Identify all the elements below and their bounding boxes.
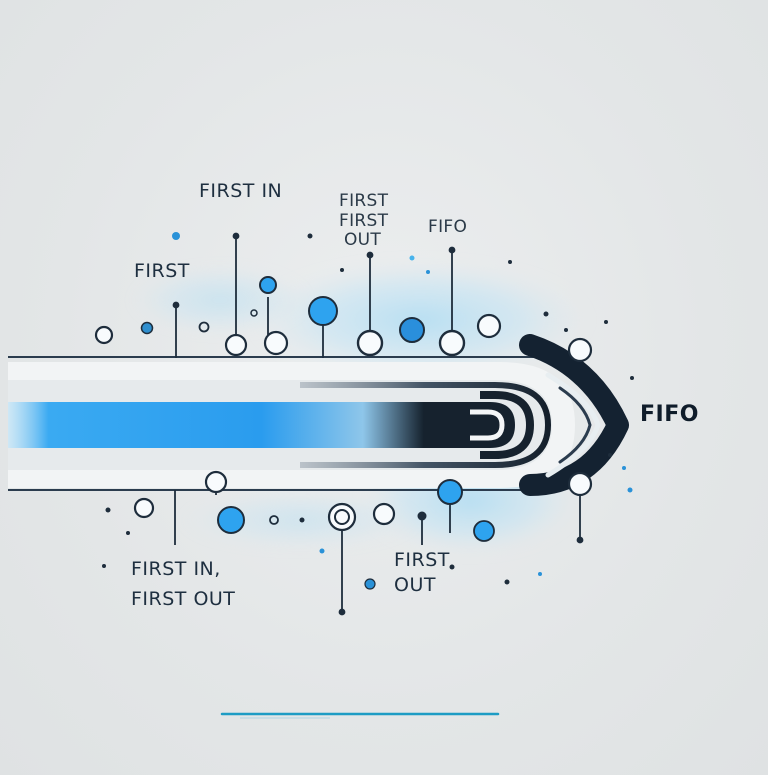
label-fifo-small: FIFO <box>428 217 467 237</box>
top-pins <box>172 232 456 358</box>
label-stack-line1: FIRST <box>339 191 389 211</box>
label-stack-line2: FIRST <box>339 211 389 231</box>
fifo-pipe <box>8 334 629 496</box>
bottom-underline <box>220 712 500 719</box>
label-fifo-main: FIFO <box>640 402 699 427</box>
label-first-in-bottom-1: FIRST IN, <box>131 558 221 580</box>
labels: FIRST IN FIRST FIRST FIRST OUT FIFO FIFO… <box>131 180 699 610</box>
label-first-in-top: FIRST IN <box>199 180 282 202</box>
label-first-in-bottom-2: FIRST OUT <box>131 588 235 610</box>
label-first-left: FIRST <box>134 260 190 282</box>
label-first-out-2: OUT <box>394 574 436 596</box>
label-first-out-1: FIRST <box>394 549 450 571</box>
bottom-nodes <box>102 453 633 590</box>
label-stack-line3: OUT <box>344 230 381 250</box>
top-nodes <box>94 232 634 380</box>
